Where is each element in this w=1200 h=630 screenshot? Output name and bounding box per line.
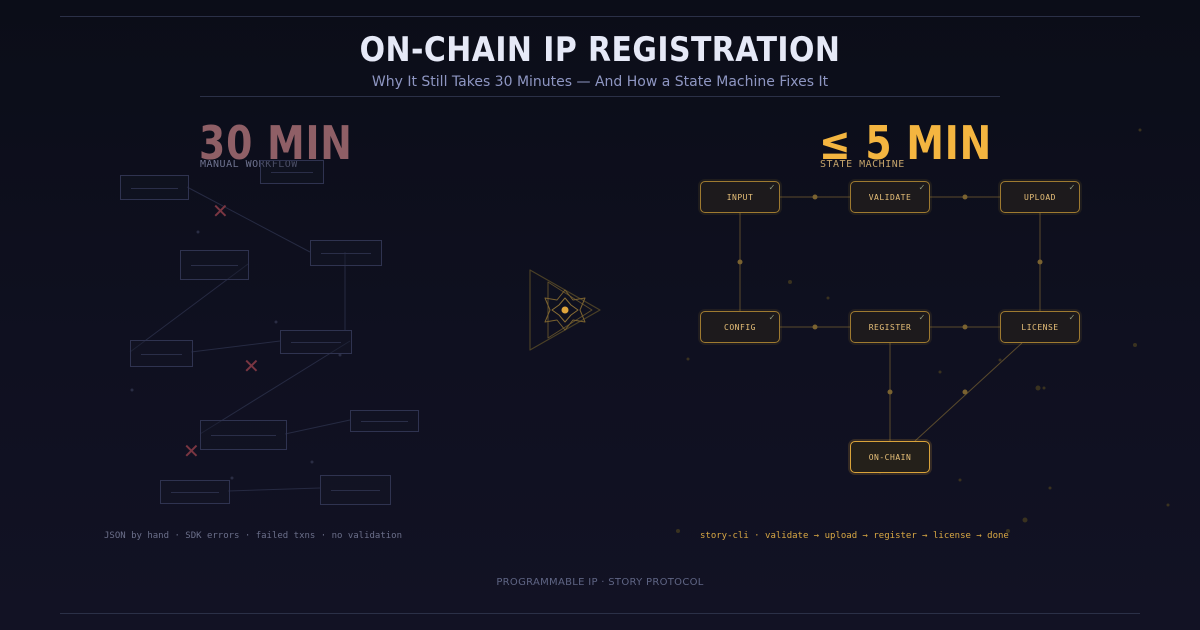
state-node-upload: UPLOAD ✓: [1000, 181, 1080, 213]
title-underline: [200, 96, 1000, 97]
state-node-input: INPUT ✓: [700, 181, 780, 213]
state-machine-caption: STATE MACHINE: [820, 159, 905, 170]
state-node-label: LICENSE: [1021, 322, 1059, 332]
page-title: ON-CHAIN IP REGISTRATION: [359, 30, 841, 70]
state-node-label: INPUT: [726, 192, 754, 202]
manual-caption: MANUAL WORKFLOW: [200, 159, 298, 170]
manual-fragment: [120, 175, 189, 200]
manual-fragment: [130, 340, 193, 367]
error-x-icon: ✕: [243, 354, 260, 378]
state-node-label: VALIDATE: [868, 192, 912, 202]
manual-fragment: [280, 330, 352, 354]
error-x-icon: ✕: [212, 199, 229, 223]
manual-fragment: [310, 240, 382, 266]
manual-fragment: [200, 420, 287, 450]
page-subtitle: Why It Still Takes 30 Minutes — And How …: [371, 74, 829, 90]
check-icon: ✓: [1069, 183, 1075, 193]
state-node-validate: VALIDATE ✓: [850, 181, 930, 213]
manual-footer: JSON by hand · SDK errors · failed txns …: [104, 531, 403, 541]
manual-fragment: [350, 410, 419, 432]
state-node-config: CONFIG ✓: [700, 311, 780, 343]
check-icon: ✓: [919, 313, 925, 323]
state-node-label: UPLOAD: [1024, 192, 1056, 202]
check-icon: ✓: [919, 183, 925, 193]
check-icon: ✓: [1069, 313, 1075, 323]
manual-fragment: [260, 160, 324, 184]
manual-fragment: [180, 250, 249, 280]
check-icon: ✓: [769, 313, 775, 323]
manual-fragment: [160, 480, 230, 504]
error-x-icon: ✕: [183, 439, 200, 463]
manual-duration: 30 MIN: [199, 116, 353, 170]
state-machine-footer: story-cli · validate → upload → register…: [700, 531, 1009, 541]
state-node-on-chain: ON-CHAIN: [850, 441, 930, 473]
manual-fragment: [320, 475, 391, 505]
brand-footer: PROGRAMMABLE IP · STORY PROTOCOL: [496, 577, 704, 588]
state-node-license: LICENSE ✓: [1000, 311, 1080, 343]
check-icon: ✓: [769, 183, 775, 193]
state-node-register: REGISTER ✓: [850, 311, 930, 343]
bottom-rule: [60, 613, 1140, 614]
state-node-label: CONFIG: [724, 322, 756, 332]
top-rule: [60, 16, 1140, 17]
state-node-label: ON-CHAIN: [868, 452, 912, 462]
state-node-label: REGISTER: [868, 322, 912, 332]
state-machine-duration: ≤ 5 MIN: [819, 116, 992, 170]
